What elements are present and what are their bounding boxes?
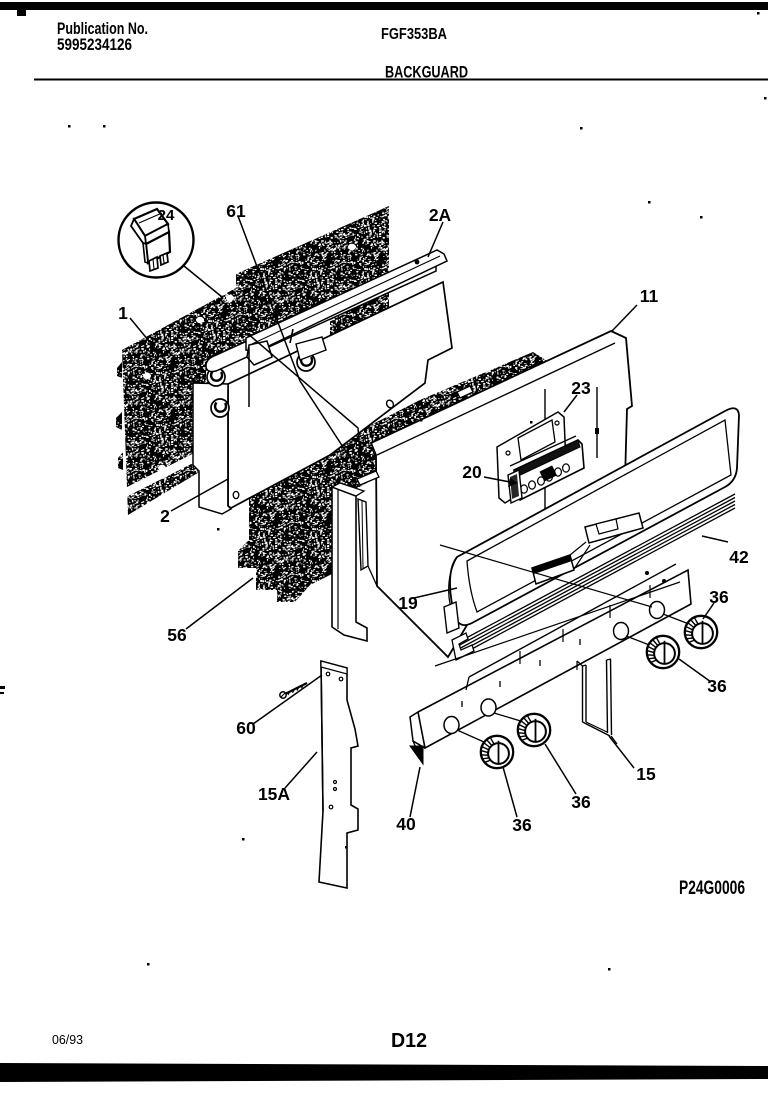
svg-text:61: 61 (226, 201, 246, 221)
svg-text:60: 60 (236, 718, 256, 738)
svg-text:56: 56 (167, 625, 187, 645)
svg-text:20: 20 (462, 462, 482, 482)
svg-text:36: 36 (512, 815, 532, 835)
svg-text:15A: 15A (258, 784, 290, 804)
svg-text:5995234126: 5995234126 (57, 36, 132, 54)
svg-text:2A: 2A (429, 205, 452, 225)
svg-text:36: 36 (707, 676, 727, 696)
svg-text:15: 15 (636, 764, 656, 784)
svg-text:36: 36 (709, 587, 729, 607)
svg-text:42: 42 (729, 547, 749, 567)
svg-text:FGF353BA: FGF353BA (381, 26, 447, 43)
svg-text:24: 24 (158, 207, 175, 224)
svg-text:D12: D12 (391, 1029, 427, 1052)
svg-text:Publication No.: Publication No. (57, 20, 148, 38)
svg-text:1: 1 (118, 303, 128, 323)
svg-text:06/93: 06/93 (52, 1032, 83, 1047)
svg-text:P24G0006: P24G0006 (679, 878, 745, 899)
svg-text:23: 23 (571, 378, 591, 398)
svg-text:11: 11 (640, 286, 659, 306)
svg-text:40: 40 (396, 814, 416, 834)
svg-text:2: 2 (160, 506, 170, 526)
svg-text:19: 19 (398, 593, 418, 613)
svg-text:36: 36 (571, 792, 591, 812)
svg-text:BACKGUARD: BACKGUARD (385, 63, 468, 82)
